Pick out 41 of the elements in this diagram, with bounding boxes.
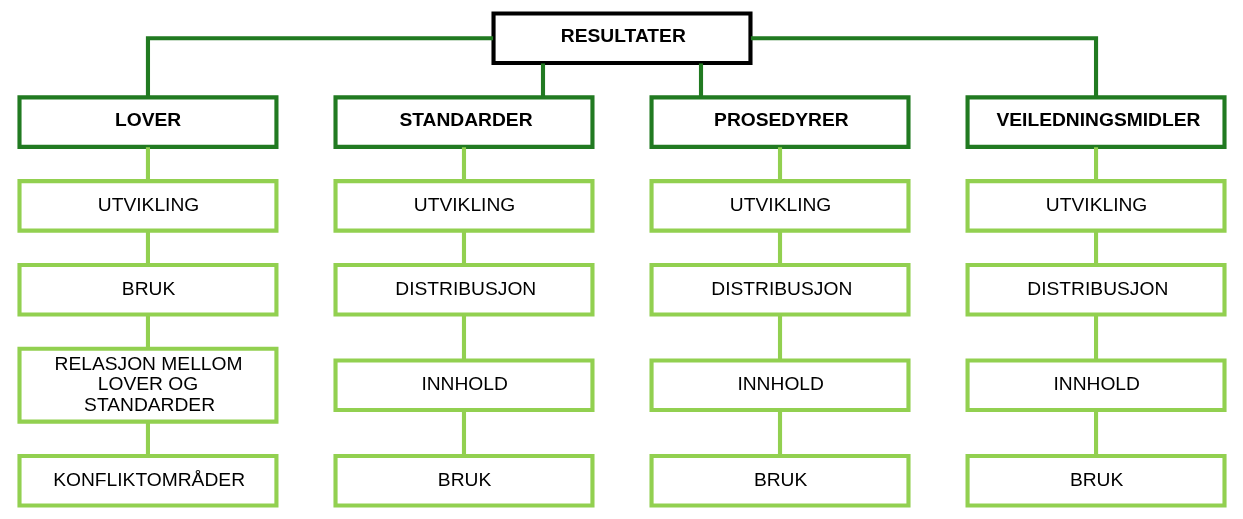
connector [461, 410, 466, 456]
connector [1093, 314, 1098, 360]
node-box: INNHOLD [649, 358, 911, 412]
node-box: INNHOLD [965, 358, 1227, 412]
connector [1093, 231, 1098, 265]
node-box: DISTRIBUSJON [649, 262, 911, 317]
connector [461, 314, 466, 360]
node-box: LOVER [16, 95, 278, 149]
node-box: PROSEDYRER [649, 95, 911, 149]
node-box: DISTRIBUSJON [332, 262, 594, 317]
connector [540, 63, 545, 97]
connector [698, 63, 703, 97]
node-box: UTVIKLING [332, 179, 594, 233]
node-box: KONFLIKTOMRÅDER [16, 453, 278, 508]
node-box: UTVIKLING [649, 179, 911, 233]
connector [461, 147, 466, 181]
node-box: RESULTATER [490, 11, 753, 66]
node-box: BRUK [332, 453, 594, 508]
connector [1093, 147, 1098, 181]
node-box: RELASJON MELLOM LOVER OG STANDARDER [16, 346, 278, 424]
connector [145, 36, 493, 97]
connector [777, 147, 782, 181]
node-box: UTVIKLING [965, 179, 1227, 233]
node-box: VEILEDNINGSMIDLER [965, 95, 1227, 149]
node-box: BRUK [965, 453, 1227, 508]
connector [461, 231, 466, 265]
node-box: BRUK [649, 453, 911, 508]
connector [1093, 410, 1098, 456]
connector [145, 314, 150, 349]
node-box: UTVIKLING [16, 179, 278, 233]
node-box: DISTRIBUSJON [965, 262, 1227, 317]
connector [777, 410, 782, 456]
connector [145, 231, 150, 265]
connector [145, 421, 150, 456]
connector [777, 231, 782, 265]
connector [145, 147, 150, 181]
node-box: STANDARDER [332, 95, 594, 149]
node-box: BRUK [16, 262, 278, 317]
node-box: INNHOLD [332, 358, 594, 412]
connector [750, 36, 1098, 97]
connector [777, 314, 782, 360]
